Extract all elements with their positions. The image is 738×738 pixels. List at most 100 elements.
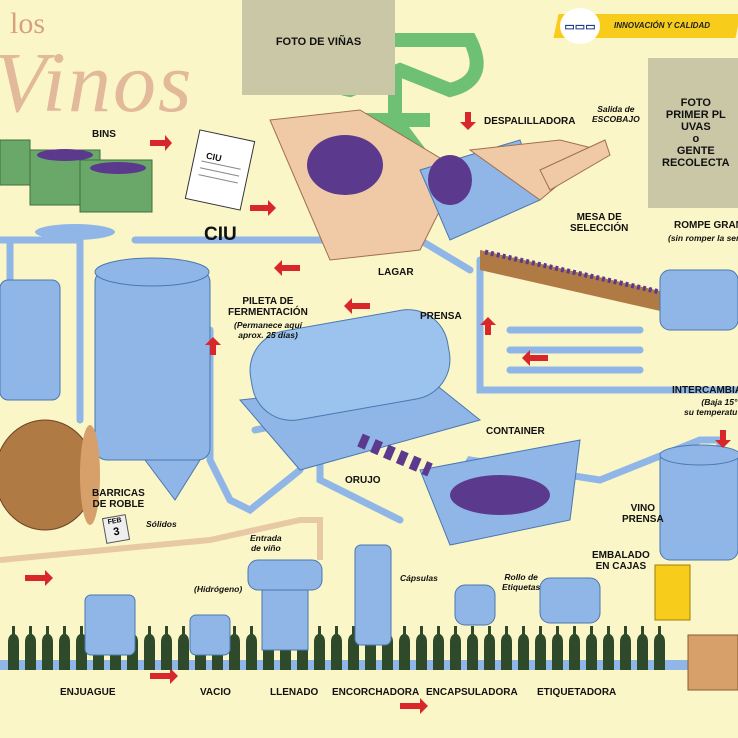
step-etiquetadora: ETIQUETADORA [537, 687, 617, 698]
wine-bottle [586, 626, 597, 670]
caption-line: RECOLECTA [662, 157, 730, 169]
label-despalilladora: DESPALILLADORA [484, 116, 576, 127]
wine-bottle [42, 626, 53, 670]
title-los: los [10, 7, 46, 40]
line: EN CAJAS [595, 561, 647, 572]
wine-bottle [8, 626, 19, 670]
photo-caption: FOTO DE VIÑAS [275, 36, 362, 48]
wine-bottle [654, 626, 665, 670]
label-intercambiador-note: (Baja 15°su temperatu [684, 397, 737, 417]
wine-bottle [484, 626, 495, 670]
label-ciu: CIU [204, 224, 237, 245]
wine-bottle [620, 626, 631, 670]
line: MESA DE [576, 212, 622, 223]
lagar-hopper [269, 109, 461, 261]
line: Etiquetas [502, 582, 541, 592]
wine-bottle [637, 626, 648, 670]
packing-box [654, 564, 691, 621]
tanks [0, 257, 738, 561]
wine-bottle [433, 626, 444, 670]
wine-bottle [399, 626, 410, 670]
grape-bins [0, 139, 153, 240]
pomace-container [357, 433, 581, 546]
line: Salida de [597, 104, 635, 114]
crusher [659, 269, 738, 331]
label-hidrogeno: (Hidrógeno) [194, 584, 243, 594]
title-vinos: Vinos [0, 34, 194, 130]
wine-bottle [331, 626, 342, 670]
line: FERMENTACIÓN [228, 307, 308, 318]
despalilladora-machine [419, 139, 611, 241]
wine-bottle [501, 626, 512, 670]
selection-table [480, 249, 700, 320]
step-vacio: VACIO [200, 687, 231, 698]
banner-text: INNOVACIÓN Y CALIDAD [614, 21, 711, 30]
photo-caption: FOTO PRIMER PL UVAS o GENTE RECOLECTA [662, 97, 730, 169]
label-orujo: ORUJO [345, 475, 381, 486]
wine-bottle [552, 626, 563, 670]
line: (Baja 15° [701, 397, 738, 407]
label-container: CONTAINER [486, 426, 545, 437]
line: Rollo de [504, 572, 538, 582]
wine-bottle [76, 626, 87, 670]
photo-placeholder-vineyard: FOTO DE VIÑAS [242, 0, 395, 95]
label-capsulas: Cápsulas [400, 573, 438, 583]
line: SELECCIÓN [570, 223, 629, 234]
wine-bottle [416, 626, 427, 670]
line: Entrada [250, 533, 282, 543]
wine-bottle [59, 626, 70, 670]
oak-barrel [0, 419, 100, 531]
caption-line: FOTO [680, 97, 711, 109]
line: su temperatu [684, 407, 738, 417]
line: DE ROBLE [92, 499, 145, 510]
ciu-document-icon [184, 129, 256, 211]
wine-bottle [518, 626, 529, 670]
line: de viño [250, 543, 281, 553]
wine-bottle [314, 626, 325, 670]
label-prensa: PRENSA [420, 311, 462, 322]
line: aprox. 25 días) [238, 330, 298, 340]
caption-line: PRIMER PL [665, 109, 726, 121]
line: (Permanece aquí [234, 320, 303, 330]
step-enjuague: ENJUAGUE [60, 687, 116, 698]
line: EMBALADO [592, 550, 650, 561]
solids-funnel [144, 459, 201, 501]
wine-press [239, 309, 482, 471]
caption-line: UVAS [680, 121, 711, 133]
wine-bottle [603, 626, 614, 670]
caption-line: o [692, 133, 700, 145]
line: PRENSA [622, 514, 664, 525]
label-rompe-note: (sin romper la sem [668, 233, 738, 243]
wine-bottle [535, 626, 546, 670]
wine-bottle [450, 626, 461, 670]
label-lagar: LAGAR [378, 267, 414, 278]
line: BARRICAS [92, 488, 145, 499]
label-rompe-granos: ROMPE GRAN [674, 220, 738, 231]
wine-bottle [161, 626, 172, 670]
label-solidos: Sólidos [146, 519, 177, 529]
wine-bottle [467, 626, 478, 670]
wine-bottle [25, 626, 36, 670]
label-bins: BINS [92, 129, 116, 140]
flow-arrows [25, 112, 731, 714]
step-encapsuladora: ENCAPSULADORA [426, 687, 518, 698]
line: VINO [630, 503, 656, 514]
wine-bottle [229, 626, 240, 670]
truck-boxes-icon: ▭▭▭ [560, 8, 600, 44]
wine-bottle [246, 626, 257, 670]
caption-line: GENTE [676, 145, 715, 157]
photo-placeholder-grapes: FOTO PRIMER PL UVAS o GENTE RECOLECTA [648, 58, 738, 208]
bottling-line [0, 544, 738, 691]
step-encorchadora: ENCORCHADORA [332, 687, 420, 698]
